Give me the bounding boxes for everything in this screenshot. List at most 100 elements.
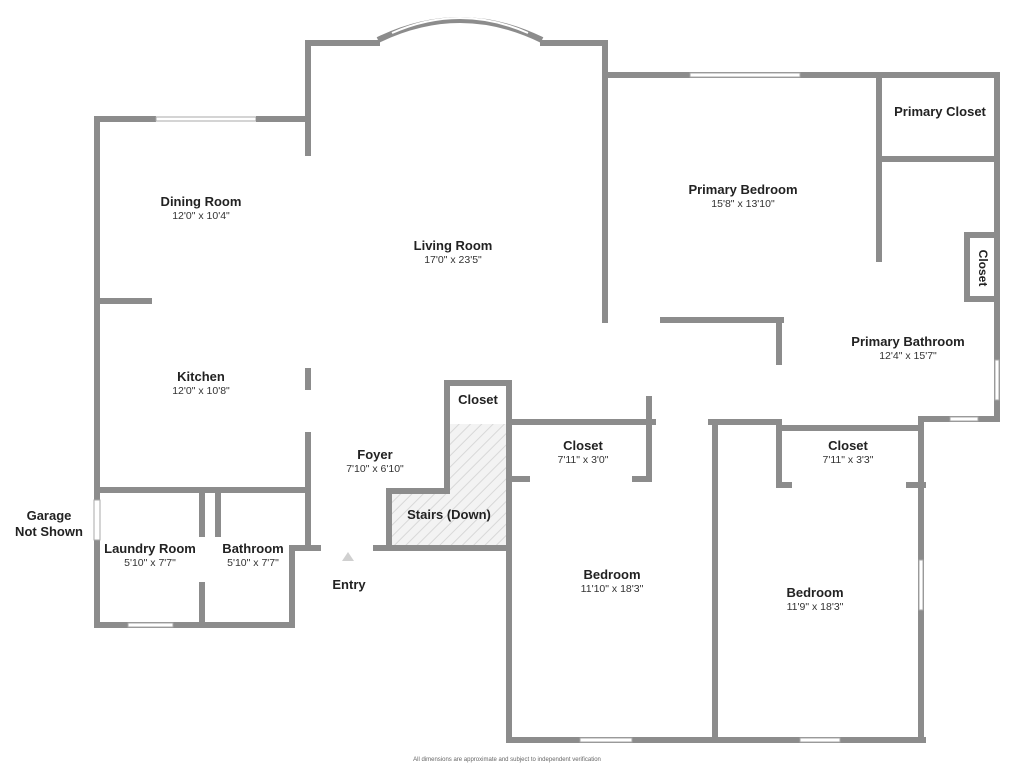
wall	[506, 737, 926, 743]
room-name: Laundry Room	[104, 541, 196, 556]
wall	[708, 419, 780, 425]
wall	[386, 488, 450, 494]
room-name: Closet	[563, 438, 603, 453]
garage-line-1: Garage	[26, 508, 72, 523]
wall	[386, 488, 392, 548]
wall	[305, 432, 311, 549]
wall	[776, 317, 782, 365]
room-dimensions: 7'10" x 6'10"	[346, 463, 404, 475]
room-closet-mid: Closet 7'11" x 3'0"	[558, 438, 609, 467]
room-laundry: Laundry Room 5'10" x 7'7"	[104, 541, 196, 570]
wall	[964, 232, 970, 302]
room-dimensions: 5'10" x 7'7"	[227, 557, 279, 569]
room-name: Dining Room	[160, 194, 242, 209]
room-dimensions: 12'4" x 15'7"	[879, 350, 937, 362]
room-foyer: Foyer 7'10" x 6'10"	[346, 447, 404, 476]
room-dimensions: 11'9" x 18'3"	[786, 601, 844, 613]
room-name: Foyer	[357, 447, 393, 462]
room-name: Bathroom	[222, 541, 284, 556]
room-kitchen: Kitchen 12'0" x 10'8"	[172, 369, 230, 398]
wall	[776, 482, 792, 488]
wall	[444, 380, 512, 386]
wall	[506, 419, 656, 425]
window	[689, 72, 801, 78]
wall	[876, 72, 882, 262]
room-dimensions: 15'8" x 13'10"	[711, 198, 775, 210]
room-dimensions: 11'10" x 18'3"	[580, 583, 644, 595]
wall	[602, 40, 608, 323]
bay-window-glass	[391, 17, 529, 34]
room-dimensions: 5'10" x 7'7"	[124, 557, 176, 569]
room-dimensions: 12'0" x 10'4"	[172, 210, 230, 222]
wall	[994, 72, 1000, 422]
wall	[632, 476, 652, 482]
wall	[540, 40, 608, 46]
wall	[305, 368, 311, 390]
room-name: Primary Bathroom	[851, 334, 965, 349]
wall	[906, 482, 926, 488]
window	[994, 359, 1000, 401]
wall	[305, 40, 380, 46]
room-name: Bedroom	[786, 585, 844, 600]
wall	[373, 545, 508, 551]
window	[579, 737, 633, 743]
wall	[444, 380, 450, 494]
wall	[215, 487, 221, 537]
room-primary-closet: Primary Closet	[894, 104, 986, 120]
room-closet-right: Closet 7'11" x 3'3"	[823, 438, 874, 467]
window	[127, 622, 174, 628]
window	[93, 499, 101, 541]
wall	[876, 156, 1000, 162]
bay-window	[376, 17, 544, 43]
wall	[94, 116, 100, 493]
wall	[94, 116, 156, 122]
room-name: Living Room	[413, 238, 493, 253]
window	[799, 737, 841, 743]
room-name: Closet	[828, 438, 868, 453]
room-stairs: Stairs (Down)	[407, 507, 491, 523]
room-name: Kitchen	[177, 369, 225, 384]
wall	[646, 396, 652, 480]
window	[918, 559, 924, 611]
room-primary-bathroom: Primary Bathroom 12'4" x 15'7"	[851, 334, 964, 363]
room-dining: Dining Room 12'0" x 10'4"	[161, 194, 242, 223]
wall	[94, 622, 295, 628]
room-dimensions: 17'0" x 23'5"	[424, 254, 482, 266]
wall	[776, 419, 782, 485]
side-closet-label: Closet	[976, 249, 990, 287]
wall	[660, 317, 784, 323]
wall	[256, 116, 311, 122]
wall	[776, 425, 922, 431]
room-hall-closet: Closet	[458, 392, 498, 408]
room-name: Primary Bedroom	[688, 182, 798, 197]
wall	[199, 487, 205, 537]
room-primary-bedroom: Primary Bedroom 15'8" x 13'10"	[688, 182, 797, 211]
wall	[506, 476, 530, 482]
footer-disclaimer: All dimensions are approximate and subje…	[413, 757, 601, 763]
wall	[94, 298, 152, 304]
wall	[305, 40, 311, 156]
room-name: Primary Closet	[894, 104, 986, 119]
stairs-area	[390, 424, 506, 545]
room-bedroom-1: Bedroom 11'10" x 18'3"	[581, 567, 644, 596]
entry-arrow	[342, 552, 354, 561]
room-dimensions: 12'0" x 10'8"	[172, 385, 230, 397]
wall	[712, 419, 718, 741]
room-entry: Entry	[332, 577, 365, 593]
room-bathroom: Bathroom 5'10" x 7'7"	[222, 541, 283, 570]
room-name: Entry	[332, 577, 366, 592]
wall	[289, 545, 321, 551]
wall	[602, 72, 1000, 78]
room-name: Stairs (Down)	[407, 507, 491, 522]
wall	[199, 582, 205, 628]
wall	[964, 296, 994, 302]
garage-note: Garage Not Shown	[15, 508, 83, 540]
garage-line-2: Not Shown	[15, 524, 83, 539]
room-dimensions: 7'11" x 3'0"	[557, 454, 609, 466]
window	[155, 116, 257, 122]
room-bedroom-2: Bedroom 11'9" x 18'3"	[786, 585, 843, 614]
room-living: Living Room 17'0" x 23'5"	[414, 238, 493, 267]
room-name: Closet	[458, 392, 498, 407]
wall	[289, 545, 295, 628]
window	[949, 416, 979, 422]
